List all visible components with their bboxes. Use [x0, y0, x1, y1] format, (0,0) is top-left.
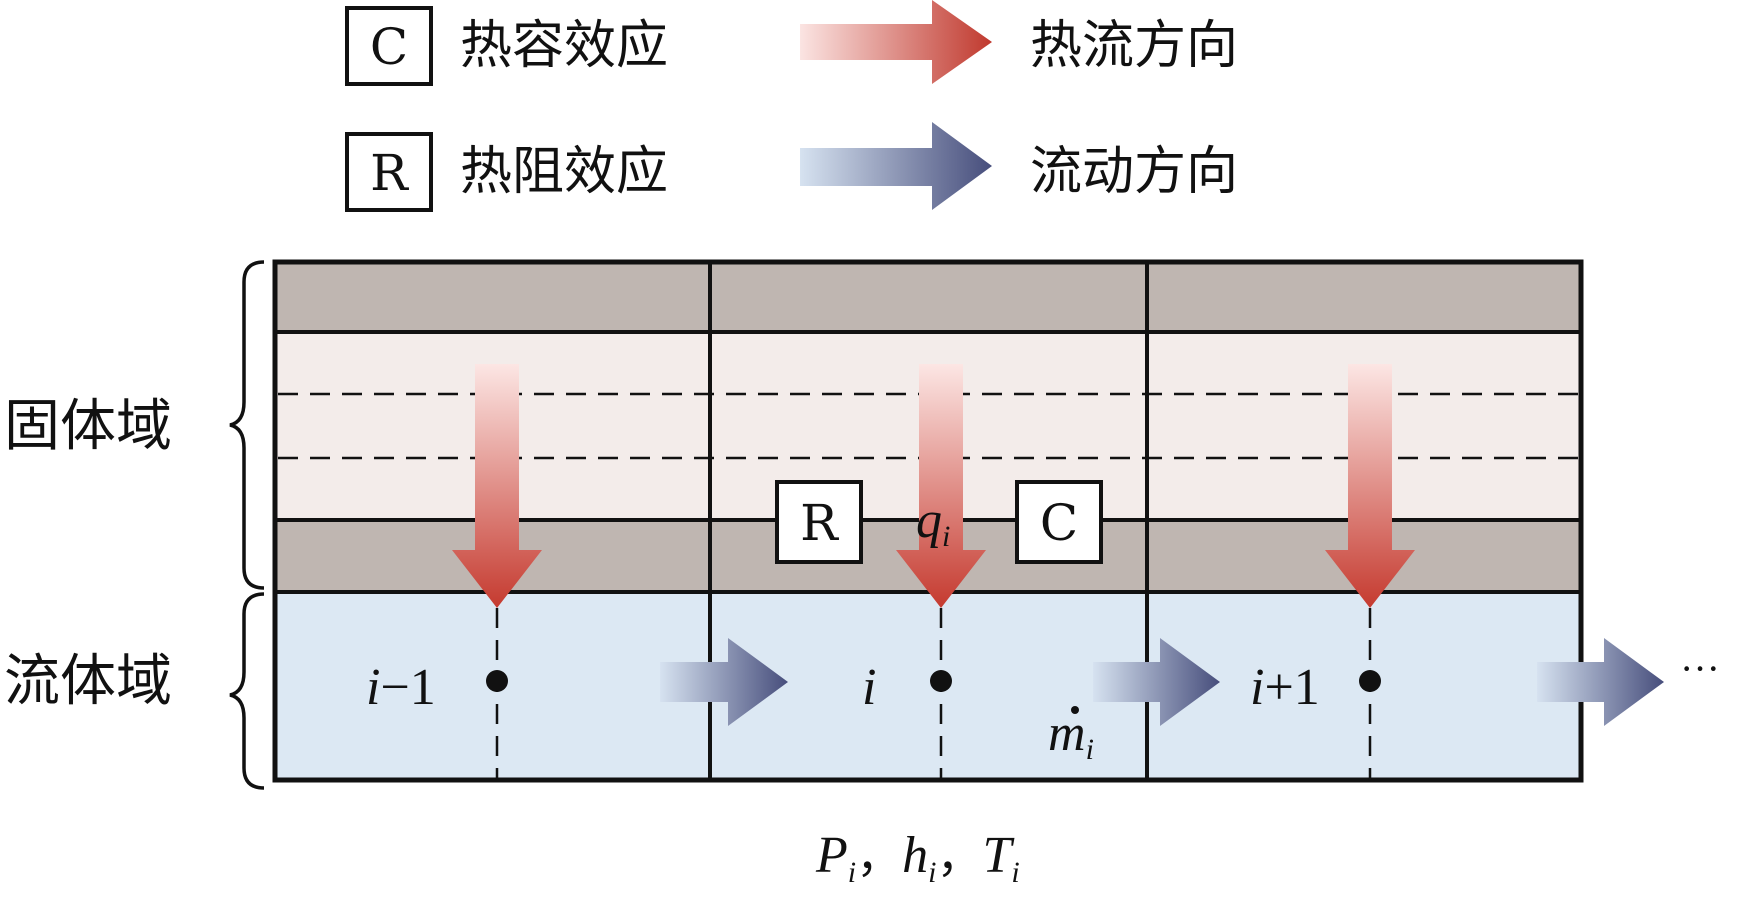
fluid-region	[275, 592, 1581, 780]
flow-arrows: ···	[660, 638, 1720, 726]
legend: C 热容效应 R 热阻效应 热流方向 流动方向	[345, 0, 1238, 212]
solid-domain-brace	[229, 260, 265, 590]
domain-labels: 固体域 流体域	[4, 260, 265, 790]
resistance-box	[775, 480, 863, 564]
node-point	[1359, 670, 1381, 692]
grid-border	[272, 259, 1584, 783]
state-variables-label: Pi，hi，Ti	[815, 827, 1020, 889]
legend-capacity-label: 热容效应	[460, 16, 668, 76]
fluid-flow-arrow	[1537, 638, 1664, 726]
capacity-box	[1015, 480, 1103, 564]
mass-flow-dot	[1071, 706, 1079, 714]
mass-flow-label: mi	[1048, 705, 1094, 766]
heat-flux-label: qi	[916, 492, 950, 553]
legend-fluid-flow-arrow	[800, 122, 992, 210]
fluid-flow-arrow	[660, 638, 788, 726]
legend-resistance-box	[345, 132, 433, 212]
legend-heat-flow-label: 热流方向	[1030, 16, 1238, 76]
heat-arrows	[452, 364, 1415, 608]
fluid-flow-arrow	[1093, 638, 1220, 726]
legend-capacity-box	[345, 6, 433, 86]
nodes: i−1 i i+1	[366, 659, 1381, 716]
fluid-domain-label: 流体域	[4, 649, 172, 714]
legend-heat-flow-arrow	[800, 0, 992, 84]
legend-capacity-letter: C	[370, 18, 408, 76]
continuation-ellipsis: ···	[1680, 646, 1720, 691]
solid-domain-label: 固体域	[4, 394, 172, 459]
heat-flow-arrow	[452, 364, 542, 608]
resistance-letter: R	[800, 494, 839, 552]
rc-elements: R C qi	[775, 480, 1103, 564]
fluid-domain-brace	[229, 592, 265, 790]
node-label-current: i	[862, 659, 876, 716]
legend-fluid-flow-label: 流动方向	[1030, 142, 1238, 202]
mass-flow-annotation: mi	[1048, 705, 1094, 766]
solid-top-wall	[275, 262, 1581, 332]
heat-flow-arrow	[1325, 364, 1415, 608]
legend-resistance-letter: R	[370, 144, 409, 202]
node-label-next: i+1	[1250, 659, 1320, 716]
capacity-letter: C	[1040, 494, 1078, 552]
legend-resistance-label: 热阻效应	[460, 142, 668, 202]
heat-flow-arrow	[896, 364, 986, 608]
node-label-prev: i−1	[366, 659, 436, 716]
node-point	[486, 670, 508, 692]
node-point	[930, 670, 952, 692]
